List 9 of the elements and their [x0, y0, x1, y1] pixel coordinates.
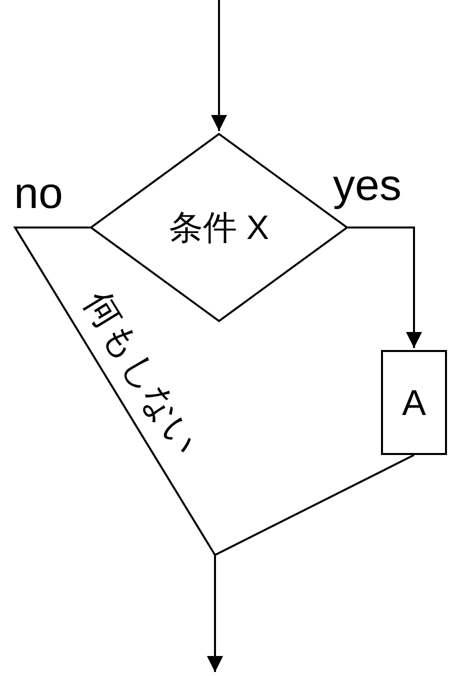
node-label: A [402, 384, 426, 420]
process-box [381, 350, 447, 455]
branch-label: 何もしない [77, 286, 204, 462]
arrow [207, 454, 414, 672]
arrow [211, 0, 227, 131]
edge-label: yes [333, 164, 402, 208]
node-label: 条件 X [168, 210, 270, 244]
edge-label: no [14, 172, 63, 216]
arrow [348, 226, 422, 348]
